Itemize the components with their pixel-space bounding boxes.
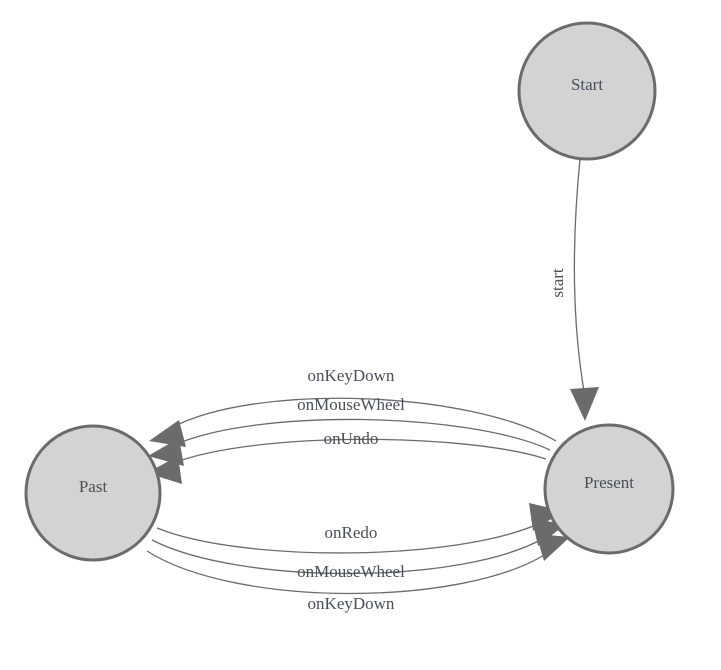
node-start-label: Start — [571, 75, 603, 94]
node-start-circle — [517, 21, 657, 161]
edge-present-to-past-onundo-arrowhead — [147, 456, 182, 484]
edge-present-to-past-onundo-path — [170, 438, 547, 465]
edge-label-present-past-onundo: onUndo — [324, 429, 379, 448]
edge-past-to-present-onkeydown[interactable]: onKeyDown — [146, 534, 570, 613]
node-present-label: Present — [584, 473, 634, 492]
edge-past-to-present-onkeydown-path — [146, 550, 550, 595]
edge-start-to-present-arrowhead — [570, 387, 599, 421]
node-start[interactable]: Start — [517, 21, 657, 161]
edge-label-present-past-onkeydown: onKeyDown — [308, 366, 395, 385]
edge-label-past-present-onkeydown: onKeyDown — [308, 594, 395, 613]
edge-present-to-past-onundo[interactable]: onUndo — [147, 429, 547, 484]
edge-label-start: start — [548, 268, 567, 298]
node-present[interactable]: Present — [543, 423, 675, 555]
edge-past-to-present-onmousewheel-path — [151, 537, 545, 575]
node-past[interactable]: Past — [24, 424, 162, 562]
edge-present-to-past-onkeydown-path — [172, 397, 557, 442]
edge-past-to-present-onredo-path — [156, 522, 541, 554]
edge-label-past-present-onredo: onRedo — [325, 523, 378, 542]
node-past-circle — [24, 424, 162, 562]
edge-past-to-present-onkeydown-arrowhead — [536, 534, 570, 561]
node-present-circle — [543, 423, 675, 555]
edge-start-to-present-path — [573, 158, 585, 392]
edge-label-present-past-onmousewheel: onMouseWheel — [297, 395, 405, 414]
edge-label-past-present-onmousewheel: onMouseWheel — [297, 562, 405, 581]
node-past-label: Past — [79, 477, 108, 496]
edge-present-to-past-onmousewheel-path — [171, 418, 551, 451]
edge-start-to-present[interactable]: start — [548, 158, 599, 421]
edge-past-to-present-onredo[interactable]: onRedo — [156, 503, 563, 554]
